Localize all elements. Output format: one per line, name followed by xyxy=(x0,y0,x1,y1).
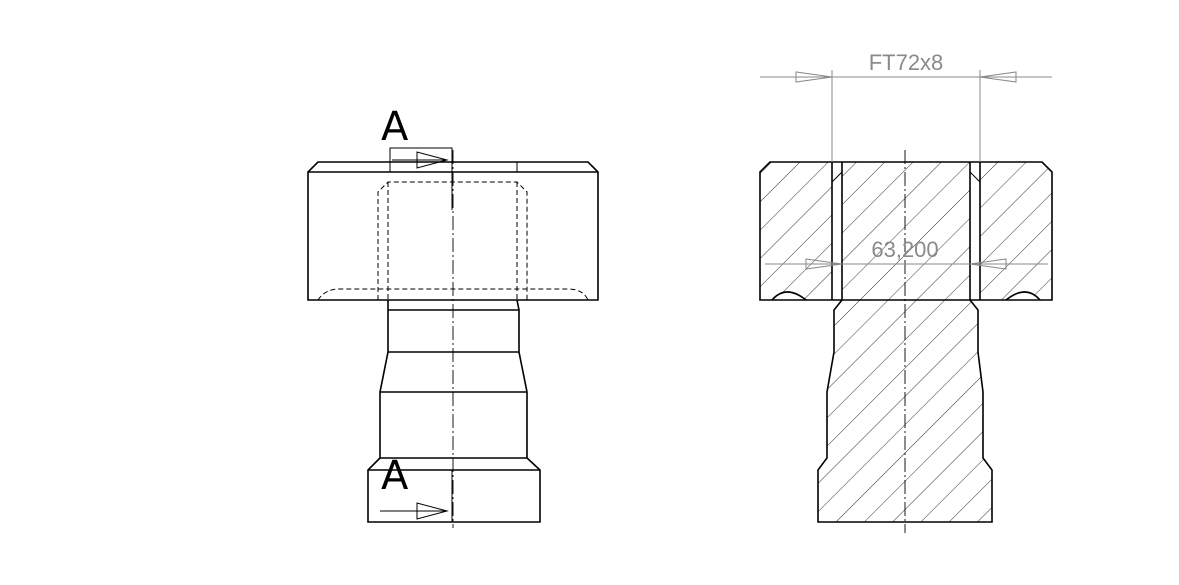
section-label-bottom: A xyxy=(381,453,409,499)
section-marker-bottom: A xyxy=(368,453,453,523)
dimension-thread: FT72x8 xyxy=(760,50,1052,162)
dimension-thread-label: FT72x8 xyxy=(869,50,944,75)
section-marker-top: A xyxy=(381,104,453,210)
front-view: A A xyxy=(307,104,599,528)
section-label-top: A xyxy=(381,104,409,150)
section-view: FT72x8 63,200 xyxy=(759,50,1053,533)
dimension-diameter: 63,200 xyxy=(765,237,1048,270)
dimension-diameter-label: 63,200 xyxy=(871,237,938,262)
